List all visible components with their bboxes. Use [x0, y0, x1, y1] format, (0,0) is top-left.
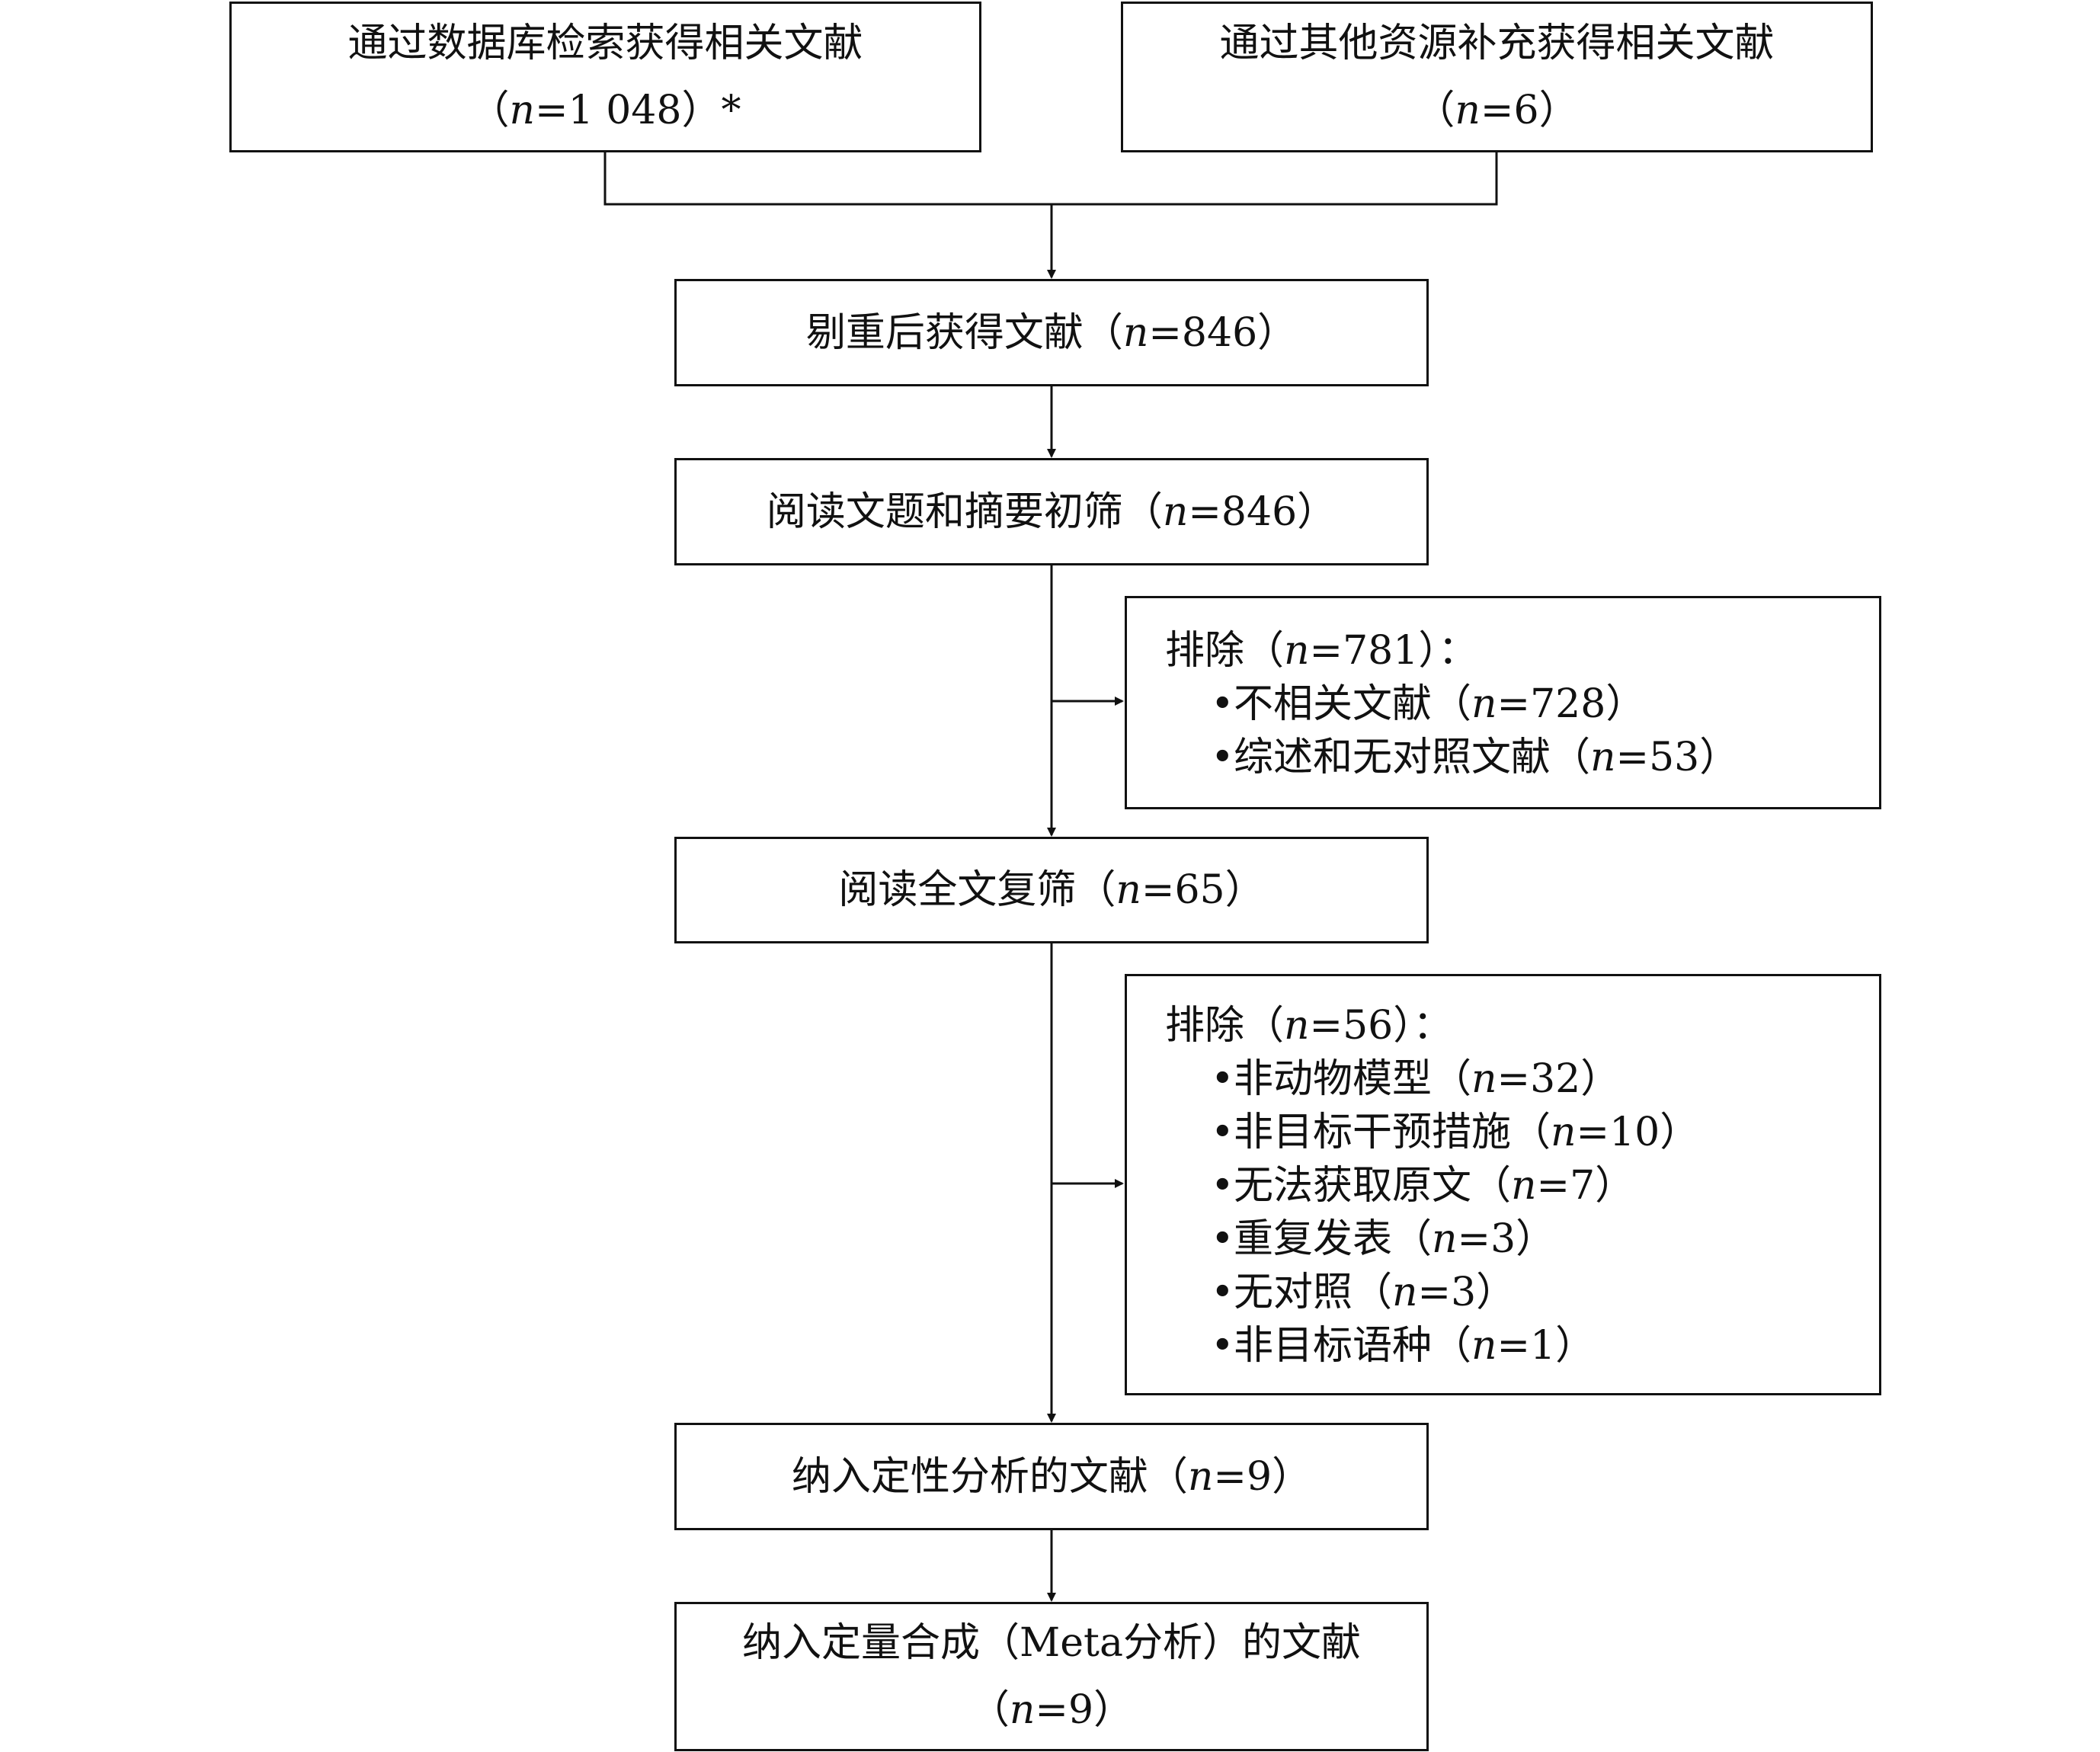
exclusion-2-item: •重复发表（n=3）: [1211, 1216, 1556, 1262]
exclusion-1-item: •综述和无对照文献（n=53）: [1211, 735, 1740, 780]
exclusion-2-item: •非目标干预措施（n=10）: [1211, 1110, 1700, 1155]
exclusion-2-header: 排除（n=56）：: [1165, 1003, 1453, 1049]
other-sources-count: （n=6）: [1415, 88, 1579, 133]
title-abstract-screening-box: 阅读文题和摘要初筛（n=846）: [674, 458, 1429, 565]
qualitative-analysis-label: 纳入定性分析的文献（n=9）: [791, 1453, 1312, 1500]
other-sources-title: 通过其他资源补充获得相关文献: [1219, 21, 1775, 66]
database-search-box: 通过数据库检索获得相关文献 （n=1 048）*: [229, 2, 981, 152]
exclusion-box-2: 排除（n=56）： •非动物模型（n=32） •非目标干预措施（n=10） •无…: [1125, 974, 1881, 1395]
meta-analysis-count: （n=9）: [969, 1687, 1134, 1733]
meta-analysis-title: 纳入定量合成（Meta分析）的文献: [742, 1620, 1361, 1666]
full-text-screening-box: 阅读全文复筛（n=65）: [674, 837, 1429, 943]
merge-connector: [603, 152, 1498, 206]
exclusion-2-item: •无法获取原文（n=7）: [1211, 1163, 1635, 1209]
full-text-screening-label: 阅读全文复筛（n=65）: [838, 867, 1265, 913]
database-search-title: 通过数据库检索获得相关文献: [347, 21, 863, 66]
exclusion-1-header: 排除（n=781）：: [1165, 628, 1478, 674]
exclusion-2-item: •非动物模型（n=32）: [1211, 1056, 1621, 1102]
database-search-count: （n=1 048）*: [469, 88, 741, 133]
title-abstract-screening-label: 阅读文题和摘要初筛（n=846）: [766, 488, 1337, 535]
exclusion-2-item: •非目标语种（n=1）: [1211, 1323, 1596, 1369]
exclusion-box-1: 排除（n=781）： •不相关文献（n=728） •综述和无对照文献（n=53）: [1125, 596, 1881, 809]
meta-analysis-box: 纳入定量合成（Meta分析）的文献 （n=9）: [674, 1602, 1429, 1751]
other-sources-box: 通过其他资源补充获得相关文献 （n=6）: [1121, 2, 1873, 152]
deduplicated-label: 剔重后获得文献（n=846）: [805, 309, 1298, 356]
exclusion-1-item: •不相关文献（n=728）: [1211, 681, 1646, 727]
deduplicated-box: 剔重后获得文献（n=846）: [674, 279, 1429, 386]
exclusion-2-item: •无对照（n=3）: [1211, 1270, 1516, 1315]
qualitative-analysis-box: 纳入定性分析的文献（n=9）: [674, 1423, 1429, 1530]
